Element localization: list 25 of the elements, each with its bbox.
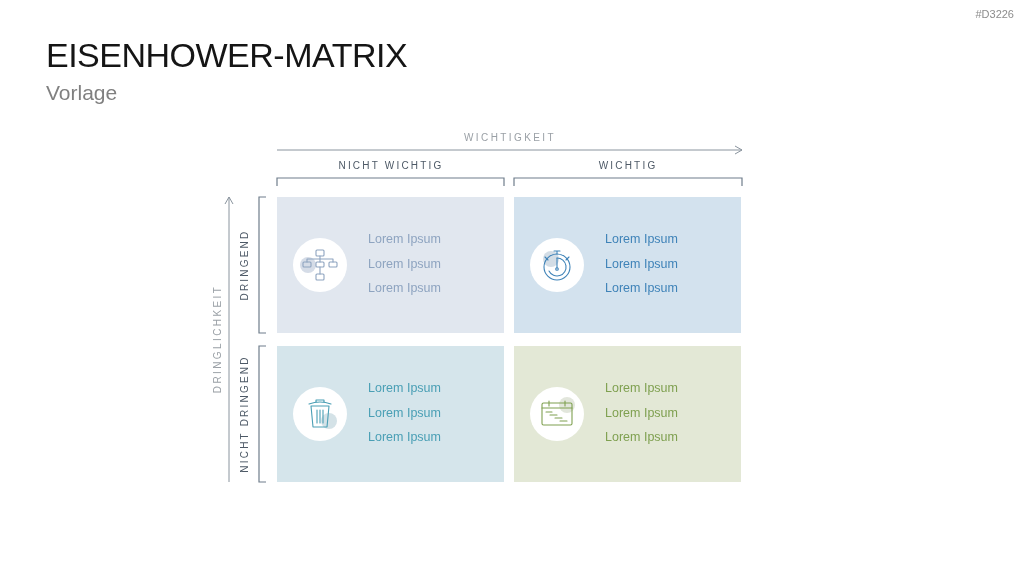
list-item-text: Lorem Ipsum xyxy=(368,280,441,297)
list-item-text: Lorem Ipsum xyxy=(605,255,678,273)
list-item-text: Lorem Ipsum xyxy=(368,429,441,446)
row-heading: NICHT DRINGEND xyxy=(238,355,250,473)
axis-title: DRINGLICHKEIT xyxy=(211,284,223,394)
list-item-text: Lorem Ipsum xyxy=(368,404,441,422)
axis-title: WICHTIGKEIT xyxy=(464,131,556,143)
code-label: #D3226 xyxy=(975,7,1014,21)
title: EISENHOWER-MATRIX xyxy=(46,37,408,75)
list-item-text: Lorem Ipsum xyxy=(605,380,678,397)
quadrant-panel xyxy=(277,346,504,482)
list-item-text: Lorem Ipsum xyxy=(605,429,678,446)
row-heading: DRINGEND xyxy=(238,229,250,301)
quadrant-panel xyxy=(514,346,741,482)
column-heading: WICHTIG xyxy=(598,159,658,171)
list-item-text: Lorem Ipsum xyxy=(605,404,678,422)
subtitle: Vorlage xyxy=(46,81,118,105)
quadrant-panel xyxy=(514,197,741,333)
list-item-text: Lorem Ipsum xyxy=(368,255,441,273)
list-item-text: Lorem Ipsum xyxy=(368,380,441,397)
column-heading: NICHT WICHTIG xyxy=(338,159,444,171)
quadrant-panel xyxy=(277,197,504,333)
list-item-text: Lorem Ipsum xyxy=(605,231,678,248)
list-item-text: Lorem Ipsum xyxy=(605,280,678,297)
list-item-text: Lorem Ipsum xyxy=(368,231,441,248)
